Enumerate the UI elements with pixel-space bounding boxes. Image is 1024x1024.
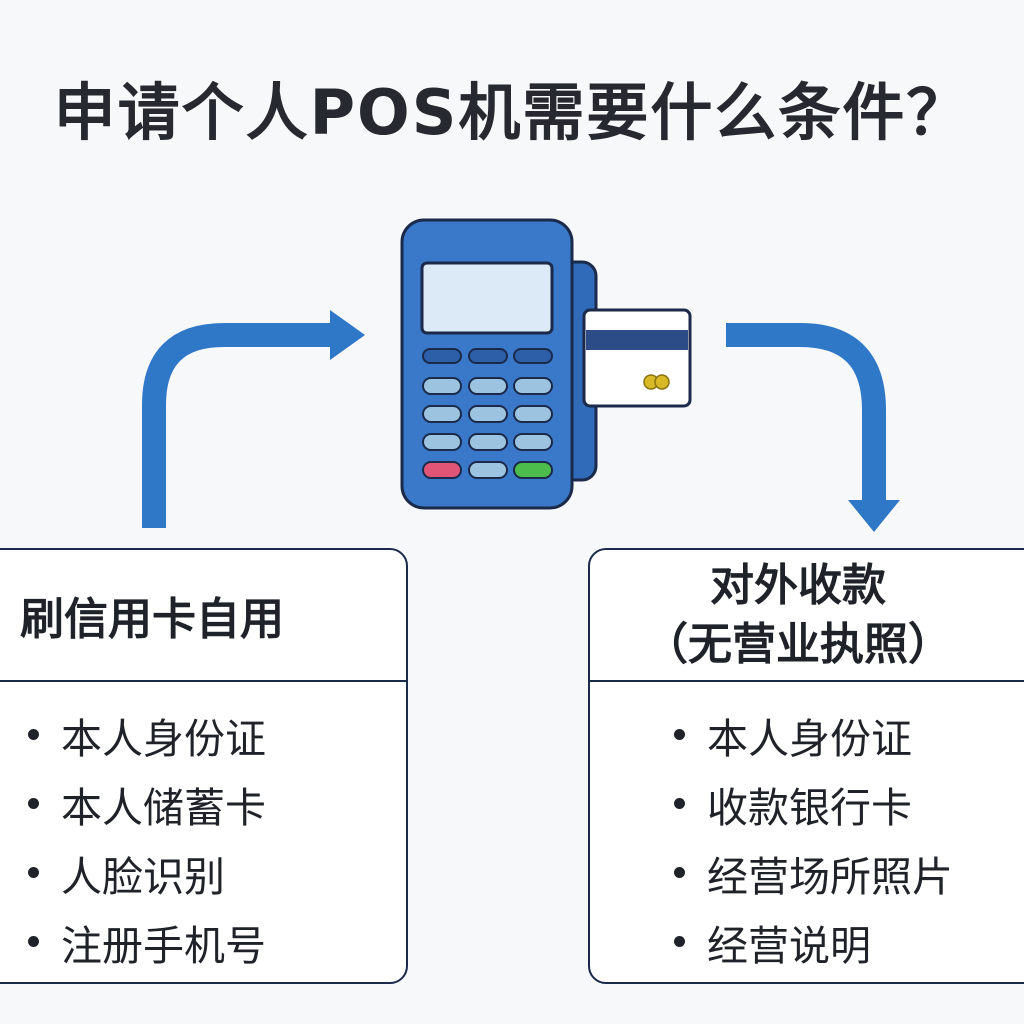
list-item: 本人储蓄卡 bbox=[0, 769, 406, 838]
bullet-icon bbox=[28, 729, 39, 740]
bullet-icon bbox=[674, 798, 685, 809]
merchant-heading: 对外收款 （无营业执照） bbox=[590, 550, 1024, 682]
bullet-icon bbox=[674, 729, 685, 740]
bullet-icon bbox=[28, 936, 39, 947]
merchant-heading-line2: （无营业执照） bbox=[644, 619, 952, 670]
arrow-up-right-icon bbox=[142, 310, 365, 528]
self-use-requirements: 本人身份证 本人储蓄卡 人脸识别 注册手机号 bbox=[0, 682, 406, 976]
bullet-icon bbox=[674, 867, 685, 878]
page-title: 申请个人POS机需要什么条件？ bbox=[53, 76, 971, 149]
merchant-card: 对外收款 （无营业执照） 本人身份证 收款银行卡 经营场所照片 经营说明 bbox=[588, 548, 1024, 984]
bullet-icon bbox=[674, 936, 685, 947]
self-use-card: 刷信用卡自用 本人身份证 本人储蓄卡 人脸识别 注册手机号 bbox=[0, 548, 408, 984]
arrow-right-down-icon bbox=[726, 323, 900, 532]
list-item: 本人身份证 bbox=[590, 700, 1024, 769]
merchant-heading-line1: 对外收款 bbox=[710, 559, 886, 611]
list-item: 经营场所照片 bbox=[590, 838, 1024, 907]
merchant-requirements: 本人身份证 收款银行卡 经营场所照片 经营说明 bbox=[590, 682, 1024, 976]
list-item: 人脸识别 bbox=[0, 838, 406, 907]
list-item: 注册手机号 bbox=[0, 907, 406, 976]
list-item: 经营说明 bbox=[590, 907, 1024, 976]
bullet-icon bbox=[28, 867, 39, 878]
list-item: 本人身份证 bbox=[0, 700, 406, 769]
bullet-icon bbox=[28, 798, 39, 809]
list-item: 收款银行卡 bbox=[590, 769, 1024, 838]
self-use-heading: 刷信用卡自用 bbox=[0, 550, 406, 682]
pos-terminal-icon bbox=[400, 218, 692, 510]
bank-card-icon bbox=[582, 308, 692, 408]
